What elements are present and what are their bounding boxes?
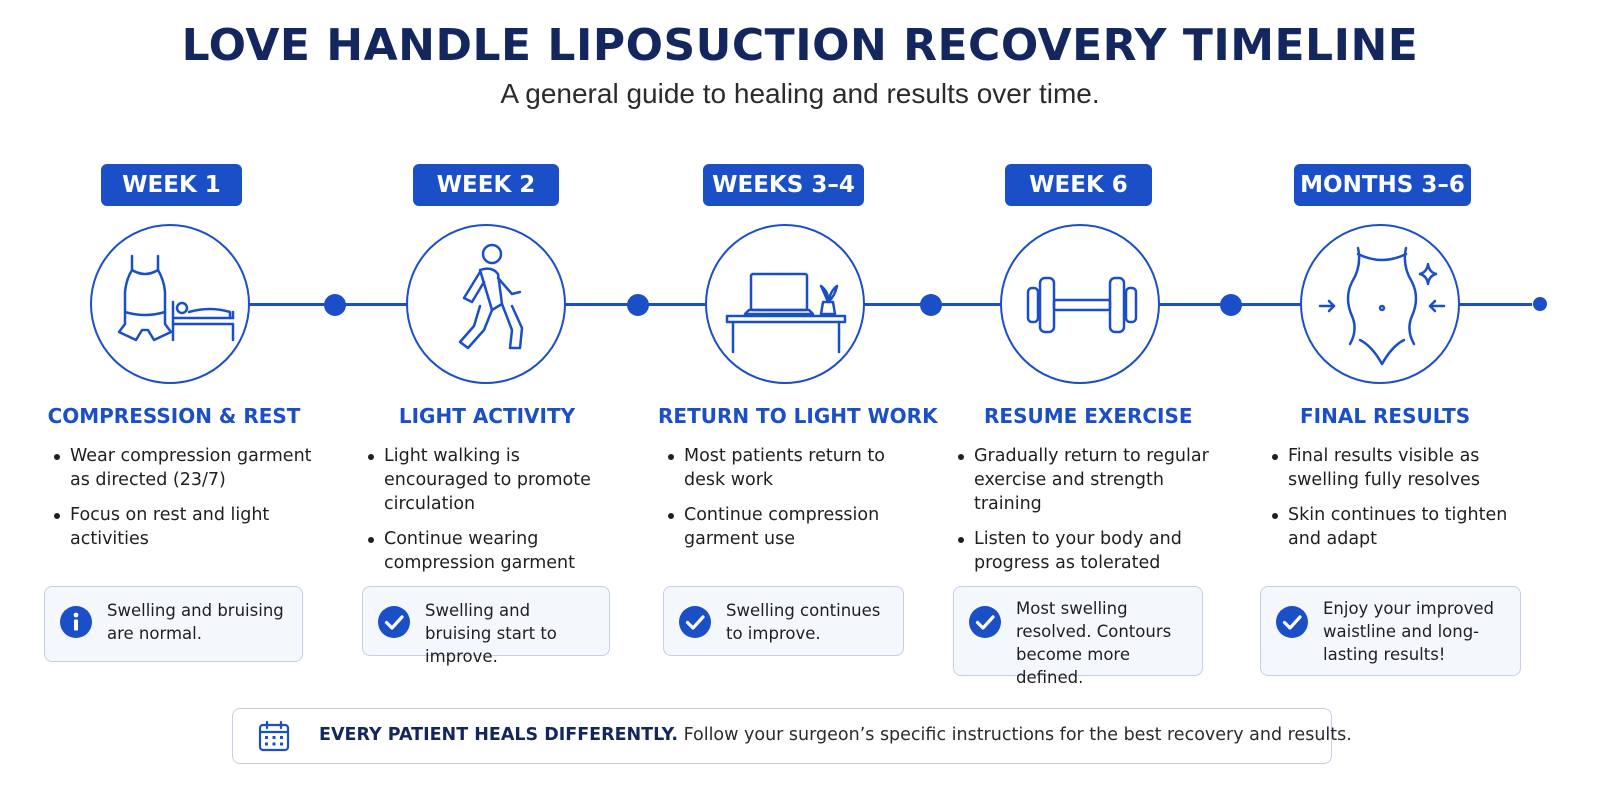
footer-text: EVERY PATIENT HEALS DIFFERENTLY. Follow … [319,725,1352,745]
list-item: Wear compression garment as directed (23… [52,444,312,492]
stage-label: WEEK 6 [1005,164,1152,206]
status-note: Enjoy your improved waistline and long-l… [1260,586,1521,676]
stage-title: RETURN TO LIGHT WORK [658,404,938,428]
stage-label: WEEK 2 [413,164,559,206]
list-item: Most patients return to desk work [666,444,926,492]
stage-label: WEEK 1 [101,164,242,206]
check-icon [378,606,410,638]
page-subtitle: A general guide to healing and results o… [500,78,1100,109]
stage-bullets: Light walking is encouraged to promote c… [366,444,626,586]
list-item: Listen to your body and progress as tole… [956,527,1216,575]
check-icon [969,606,1001,638]
check-icon [679,606,711,638]
stage-icon-circle [90,224,250,384]
timeline-dot [920,294,942,316]
stage-label: MONTHS 3–6 [1294,164,1471,206]
stage-bullets: Gradually return to regular exercise and… [956,444,1216,586]
stage-icon-circle [705,224,865,384]
list-item: Light walking is encouraged to promote c… [366,444,626,516]
compression-garment-bed-icon [117,254,235,342]
timeline-dot [627,294,649,316]
stage-title: COMPRESSION & REST [47,404,301,428]
stage-icon-circle [406,224,566,384]
footer-body-text: Follow your surgeon’s specific instructi… [683,725,1352,745]
list-item: Skin continues to tighten and adapt [1270,503,1530,551]
footer-strong-text: EVERY PATIENT HEALS DIFFERENTLY. [319,725,678,745]
list-item: Final results visible as swelling fully … [1270,444,1530,492]
laptop-desk-icon [725,272,847,354]
timeline-dot [324,294,346,316]
stage-title: FINAL RESULTS [1300,404,1471,428]
status-note: Swelling and bruising are normal. [44,586,303,662]
list-item: Continue wearing compression garment [366,527,626,575]
note-text: Enjoy your improved waistline and long-l… [1323,599,1494,664]
stage-title: LIGHT ACTIVITY [398,404,576,428]
note-text: Swelling continues to improve. [726,601,881,643]
stage-bullets: Most patients return to desk work Contin… [666,444,926,562]
status-note: Swelling and bruising start to improve. [362,586,610,666]
dumbbell-icon [1026,276,1138,334]
stage-title: RESUME EXERCISE [984,404,1193,428]
stage-bullets: Wear compression garment as directed (23… [52,444,312,562]
page-title: LOVE HANDLE LIPOSUCTION RECOVERY TIMELIN… [181,20,1419,71]
stage-icon-circle [1000,224,1160,384]
walking-person-icon [458,243,524,350]
note-text: Swelling and bruising are normal. [107,601,284,643]
stage-icon-circle [1300,224,1460,384]
note-text: Swelling and bruising start to improve. [425,601,557,666]
status-note: Swelling continues to improve. [663,586,904,656]
list-item: Continue compression garment use [666,503,926,551]
timeline-dot [1220,294,1242,316]
waist-contour-icon [1318,246,1446,366]
status-note: Most swelling resolved. Contours become … [953,586,1203,687]
list-item: Focus on rest and light activities [52,503,312,551]
check-icon [1276,606,1308,638]
stage-label: WEEKS 3–4 [703,164,864,206]
calendar-icon [258,720,290,752]
footer-banner: EVERY PATIENT HEALS DIFFERENTLY. Follow … [232,708,1352,764]
info-icon [60,606,92,638]
list-item: Gradually return to regular exercise and… [956,444,1216,516]
note-text: Most swelling resolved. Contours become … [1016,599,1172,687]
timeline-end-dot [1533,297,1547,311]
stage-bullets: Final results visible as swelling fully … [1270,444,1530,562]
